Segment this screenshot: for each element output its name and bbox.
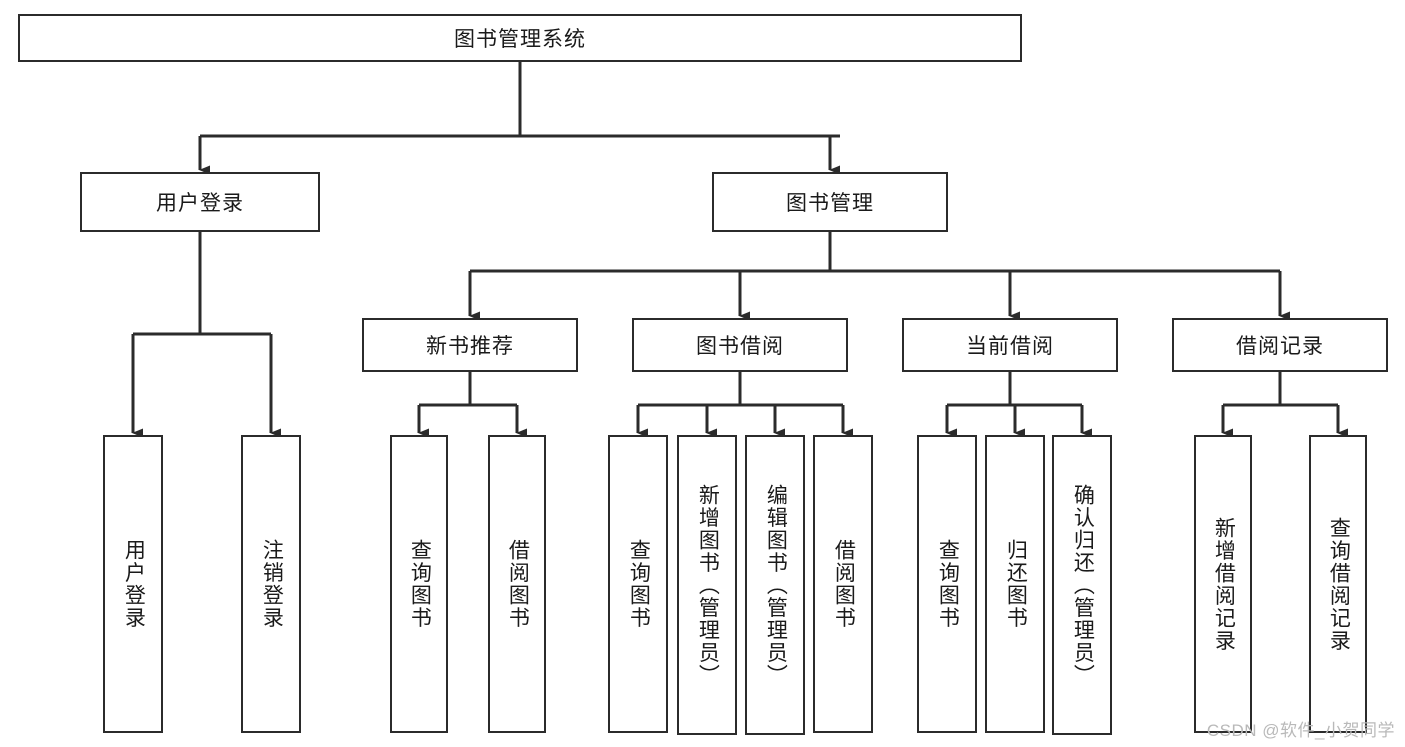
leaf-logout[interactable]: 注销登录: [241, 435, 301, 733]
csdn-watermark: CSDN @软件_小贺同学: [1206, 721, 1395, 740]
node-book-manage[interactable]: 图书管理: [712, 172, 948, 232]
leaf-return-book[interactable]: 归还图书: [985, 435, 1045, 733]
leaf-borrow-book-1[interactable]: 借阅图书: [488, 435, 546, 733]
node-new-book-recommend[interactable]: 新书推荐: [362, 318, 578, 372]
node-root[interactable]: 图书管理系统: [18, 14, 1022, 62]
leaf-confirm-return-admin[interactable]: 确认归还（管理员）: [1052, 435, 1112, 735]
leaf-add-borrow-record[interactable]: 新增借阅记录: [1194, 435, 1252, 733]
node-book-borrow[interactable]: 图书借阅: [632, 318, 848, 372]
node-current-borrow[interactable]: 当前借阅: [902, 318, 1118, 372]
leaf-query-borrow-record[interactable]: 查询借阅记录: [1309, 435, 1367, 733]
node-borrow-record[interactable]: 借阅记录: [1172, 318, 1388, 372]
leaf-user-login[interactable]: 用户登录: [103, 435, 163, 733]
leaf-query-book-1[interactable]: 查询图书: [390, 435, 448, 733]
leaf-edit-book-admin[interactable]: 编辑图书（管理员）: [745, 435, 805, 735]
leaf-query-book-3[interactable]: 查询图书: [917, 435, 977, 733]
leaf-borrow-book-2[interactable]: 借阅图书: [813, 435, 873, 733]
leaf-add-book-admin[interactable]: 新增图书（管理员）: [677, 435, 737, 735]
node-user-login[interactable]: 用户登录: [80, 172, 320, 232]
leaf-query-book-2[interactable]: 查询图书: [608, 435, 668, 733]
